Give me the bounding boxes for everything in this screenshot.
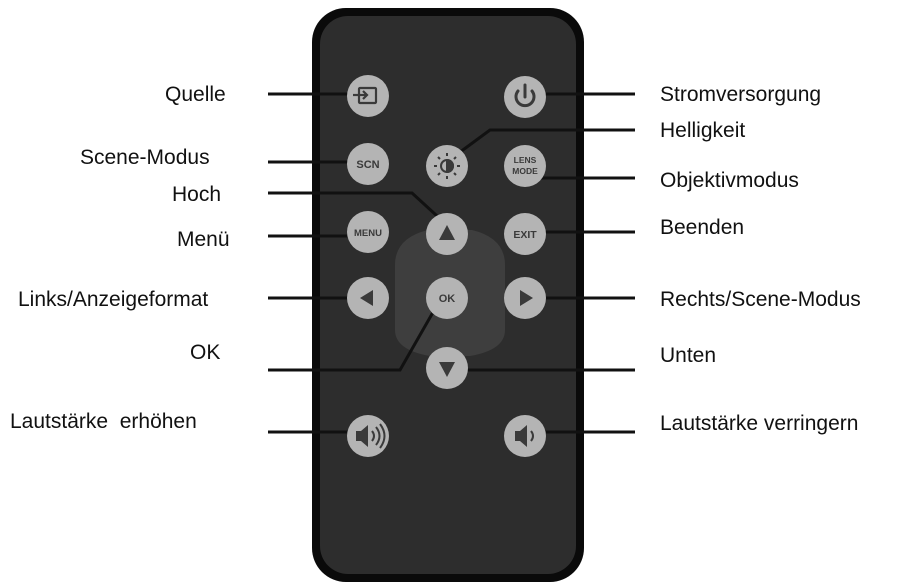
down-button[interactable] <box>426 347 468 389</box>
right-labels: Stromversorgung Helligkeit Objektivmodus… <box>660 83 861 435</box>
label-links-anzeigeformat: Links/Anzeigeformat <box>18 288 208 311</box>
leader-lines <box>268 92 635 434</box>
label-menu: Menü <box>177 228 230 251</box>
line-ok <box>268 299 442 372</box>
arrow-right-icon <box>520 290 533 306</box>
lens-mode-label-line2: MODE <box>512 166 538 176</box>
buttons: SCN LENS MODE <box>347 75 546 457</box>
lens-mode-label-line1: LENS <box>514 155 537 165</box>
left-labels: Quelle Scene-Modus Hoch Menü Links/Anzei… <box>10 83 230 433</box>
left-button[interactable] <box>347 277 389 319</box>
power-button[interactable] <box>504 76 546 118</box>
line-hoch <box>268 191 450 228</box>
arrow-up-icon <box>439 225 455 240</box>
arrow-left-icon <box>360 290 373 306</box>
arrow-down-icon <box>439 362 455 377</box>
menu-button-label: MENU <box>354 228 382 239</box>
volume-up-icon <box>356 423 386 449</box>
label-hoch: Hoch <box>172 183 221 206</box>
up-button[interactable] <box>426 213 468 255</box>
line-helligkeit <box>451 128 635 160</box>
label-scene-modus: Scene-Modus <box>80 146 210 169</box>
label-lautstaerke-erhoehen: Lautstärke erhöhen <box>10 410 197 433</box>
menu-button[interactable]: MENU <box>347 211 389 253</box>
source-button[interactable] <box>347 75 389 117</box>
label-helligkeit: Helligkeit <box>660 119 745 142</box>
label-rechts-scene-modus: Rechts/Scene-Modus <box>660 288 861 311</box>
power-icon <box>514 83 536 108</box>
label-quelle: Quelle <box>165 83 226 106</box>
label-beenden: Beenden <box>660 216 744 239</box>
volume-down-icon <box>515 425 534 447</box>
label-lautstaerke-verringern: Lautstärke verringern <box>660 412 858 435</box>
brightness-icon <box>434 153 460 179</box>
label-objektivmodus: Objektivmodus <box>660 169 799 192</box>
ok-button[interactable]: OK <box>426 277 468 319</box>
right-button[interactable] <box>504 277 546 319</box>
ok-button-label: OK <box>439 293 456 305</box>
lens-mode-button[interactable]: LENS MODE <box>504 145 546 187</box>
volume-up-button[interactable] <box>347 415 389 457</box>
scn-button[interactable]: SCN <box>347 143 389 185</box>
volume-down-button[interactable] <box>504 415 546 457</box>
source-input-icon <box>353 86 378 105</box>
label-unten: Unten <box>660 344 716 367</box>
scn-button-label: SCN <box>356 159 379 171</box>
brightness-button[interactable] <box>426 145 468 187</box>
label-stromversorgung: Stromversorgung <box>660 83 821 106</box>
exit-button[interactable]: EXIT <box>504 213 546 255</box>
label-ok: OK <box>190 341 220 364</box>
exit-button-label: EXIT <box>513 229 537 241</box>
